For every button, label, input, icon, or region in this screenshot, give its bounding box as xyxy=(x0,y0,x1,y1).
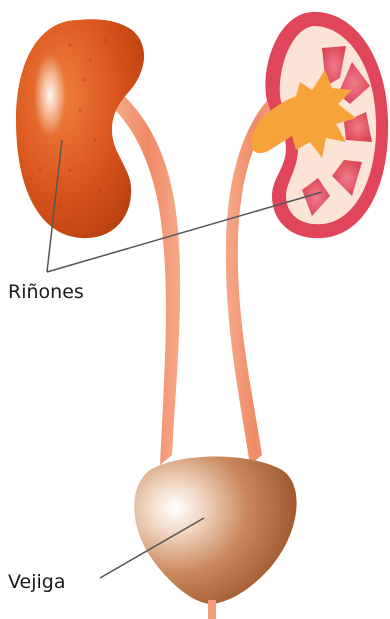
kidneys-label: Riñones xyxy=(8,283,84,302)
right-kidney xyxy=(251,12,388,238)
bladder xyxy=(134,457,296,605)
left-ureter xyxy=(115,92,180,465)
left-kidney xyxy=(16,19,144,238)
urethra xyxy=(208,600,216,619)
bladder-label: Vejiga xyxy=(8,573,65,592)
